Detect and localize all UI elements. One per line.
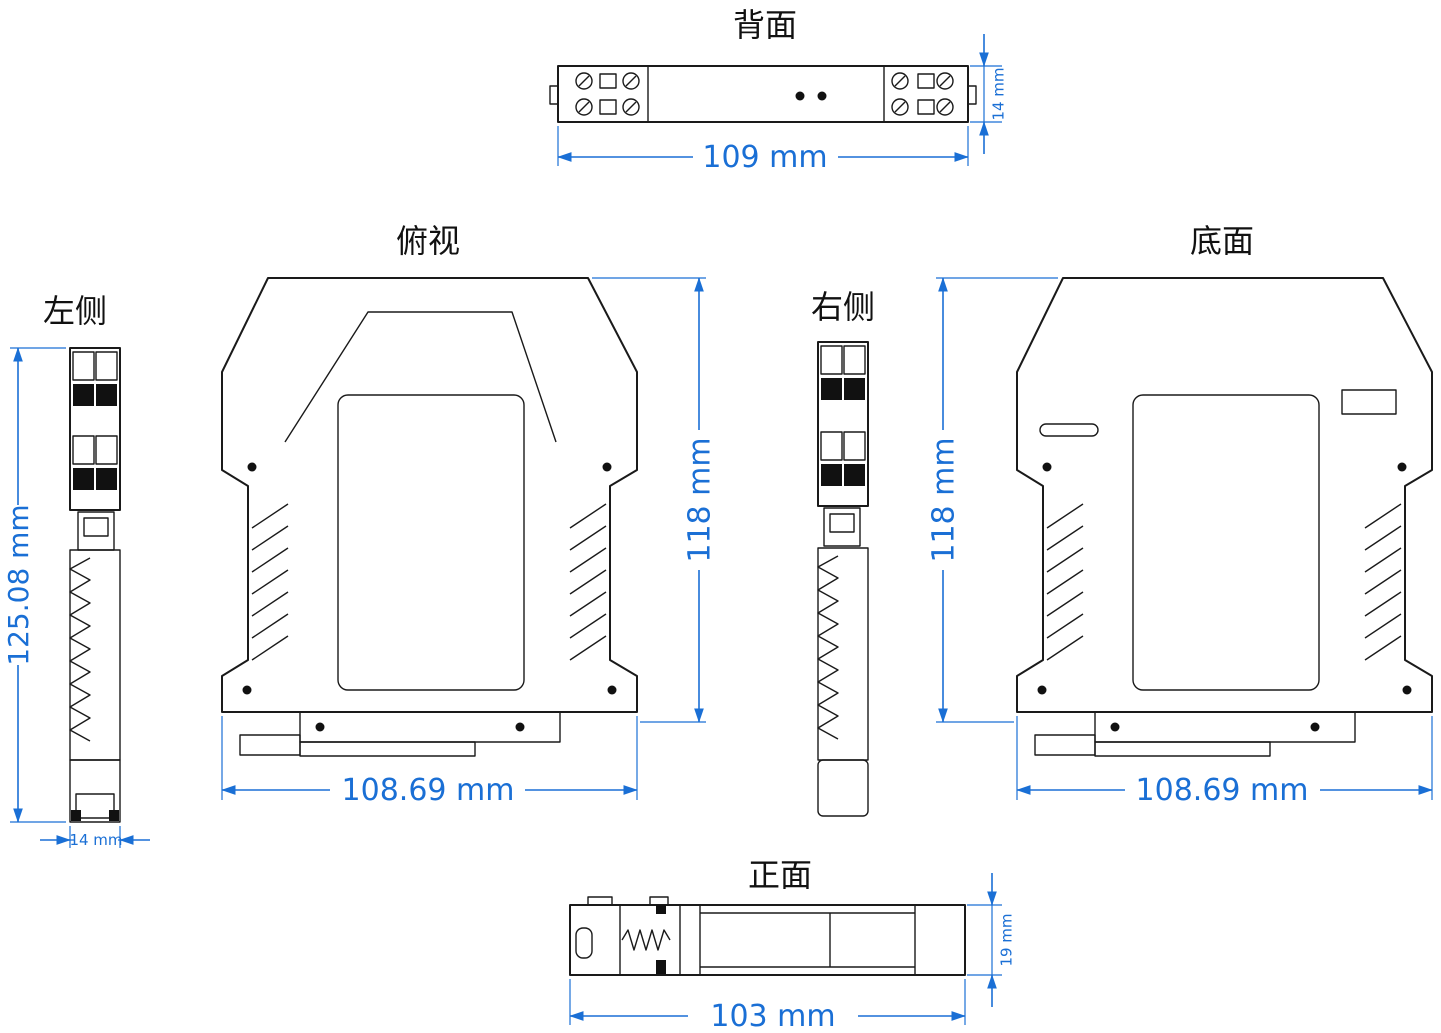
front-width-dim-text: 103 mm [710, 999, 835, 1033]
bottom-height-dimension: 118 mm [927, 277, 1058, 723]
front-clip-spring [621, 929, 671, 951]
bottom-view-label: 底面 [1190, 222, 1254, 260]
top-view-body [221, 277, 638, 757]
left-height-dim-text: 125.08 mm [2, 504, 35, 665]
top-view-label: 俯视 [396, 222, 460, 260]
front-view-label: 正面 [748, 856, 812, 894]
top-view: 俯视 [221, 222, 718, 808]
left-width-dimension: 14 mm [40, 826, 150, 849]
bottom-view-tag [1341, 389, 1397, 415]
front-view: 正面 103 mm [569, 856, 1015, 1033]
led-dot [817, 91, 827, 101]
left-height-dimension: 125.08 mm [2, 347, 66, 823]
back-width-dimension: 109 mm [557, 126, 969, 175]
left-width-dim-text: 14 mm [69, 831, 122, 849]
bottom-width-dim-text: 108.69 mm [1136, 773, 1309, 808]
back-view: 背面 [549, 6, 1007, 175]
back-view-body [549, 65, 977, 123]
bottom-view-slot [1039, 423, 1099, 437]
top-height-dimension: 118 mm [592, 277, 718, 723]
bottom-height-dim-text: 118 mm [927, 437, 962, 562]
back-width-dim-text: 109 mm [702, 140, 827, 175]
back-height-dimension: 14 mm [970, 34, 1007, 154]
right-view: 右侧 [811, 288, 875, 817]
top-width-dimension: 108.69 mm [221, 716, 638, 808]
right-view-label: 右侧 [811, 288, 875, 326]
left-view-body [69, 347, 121, 823]
left-view-label: 左侧 [43, 292, 107, 330]
left-view-fins [69, 557, 91, 742]
bottom-view-body [1016, 277, 1433, 757]
led-dot [795, 91, 805, 101]
top-width-dim-text: 108.69 mm [342, 773, 515, 808]
front-width-dimension: 103 mm [569, 979, 966, 1033]
top-height-dim-text: 118 mm [683, 437, 718, 562]
bottom-view-left-hatch [1046, 503, 1084, 661]
front-clip-slot [575, 927, 593, 959]
back-height-dim-text: 14 mm [989, 67, 1007, 120]
back-view-label: 背面 [733, 6, 797, 44]
top-view-right-hatch [569, 503, 607, 661]
back-left-terminals [575, 72, 640, 116]
right-view-body [817, 341, 869, 817]
front-height-dim-text: 19 mm [997, 913, 1015, 966]
bottom-width-dimension: 108.69 mm [1016, 716, 1433, 808]
front-view-body [569, 896, 966, 976]
front-height-dimension: 19 mm [967, 873, 1015, 1007]
left-view: 左侧 125.08 mm [2, 292, 150, 849]
bottom-view: 底面 [927, 222, 1433, 808]
right-view-fins [817, 555, 839, 740]
back-right-terminals [891, 72, 954, 116]
bottom-view-right-hatch [1364, 503, 1402, 661]
top-view-left-hatch [251, 503, 289, 661]
